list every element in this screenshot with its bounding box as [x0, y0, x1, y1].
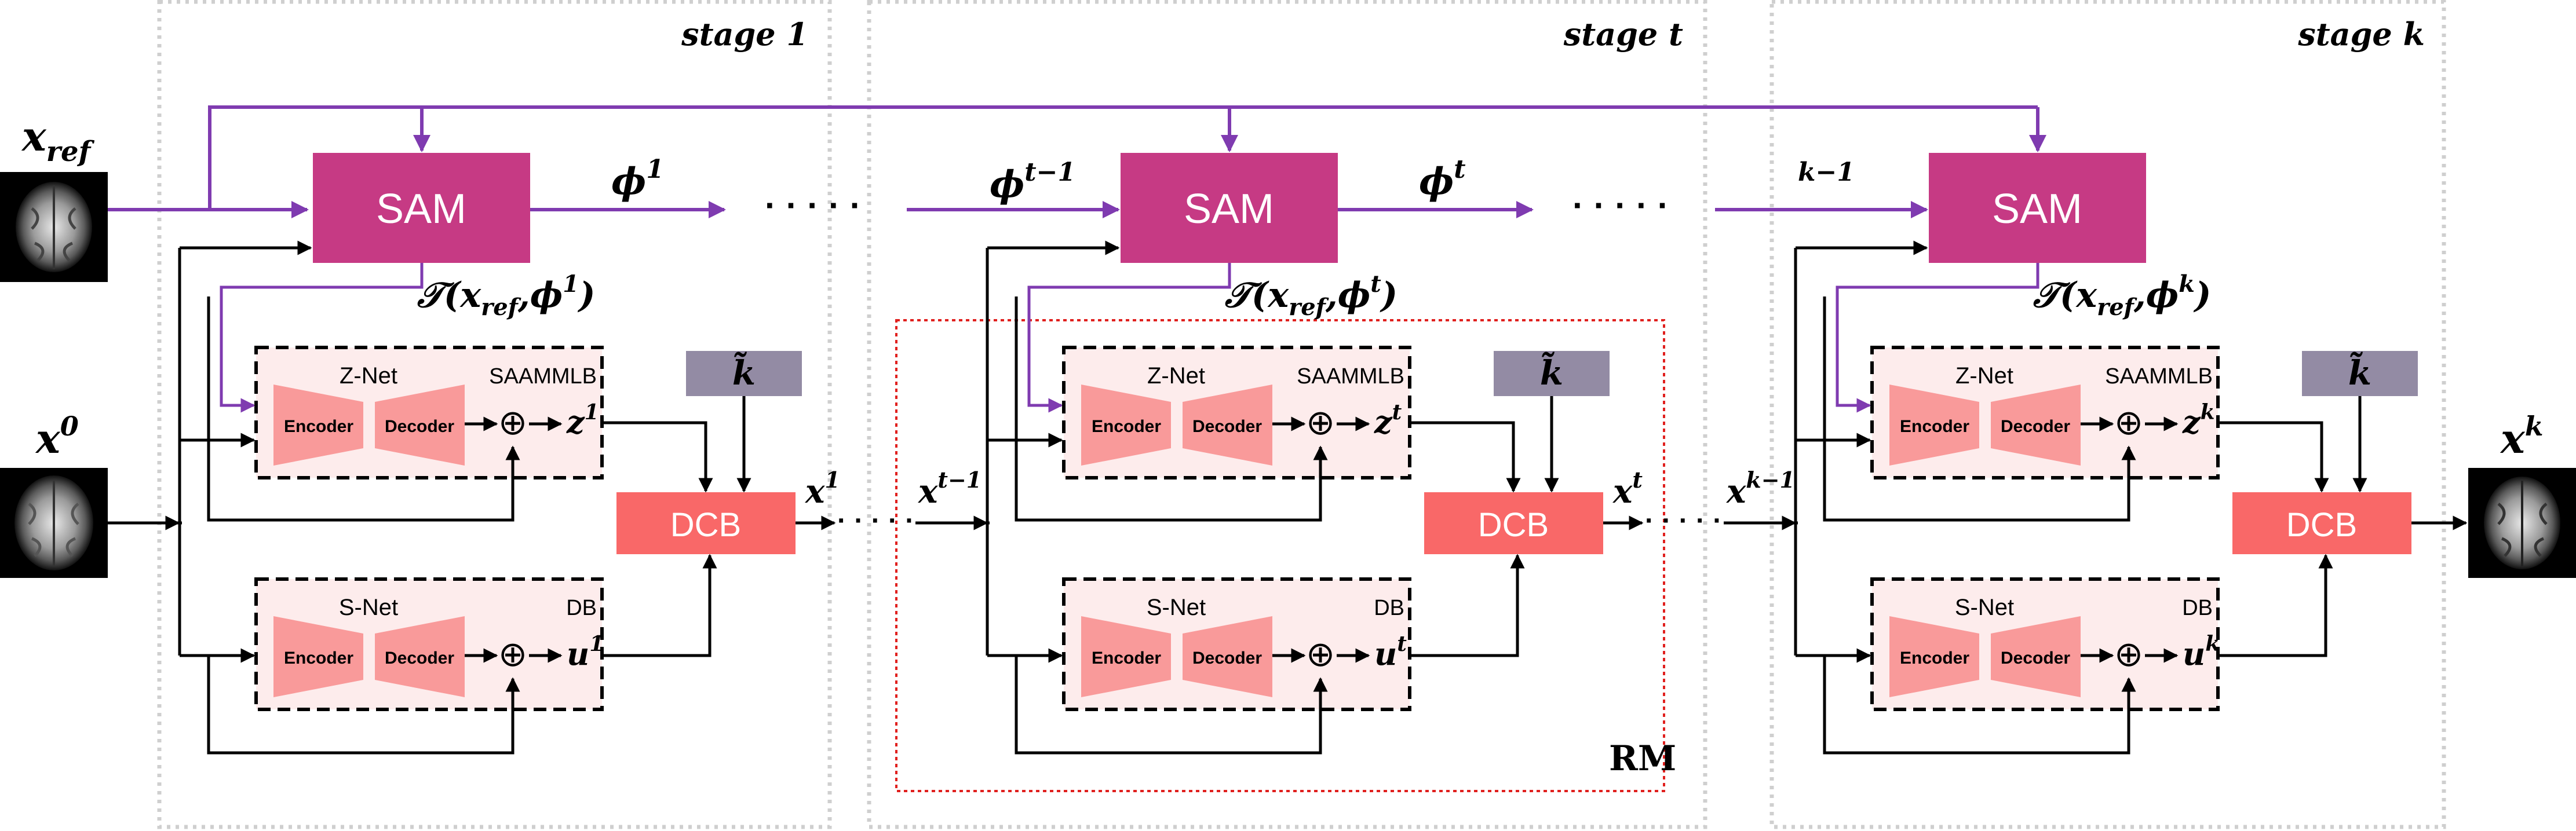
encoder-block [273, 616, 363, 697]
sam-label: SAM [1992, 186, 2082, 232]
snet-title: S-Net [339, 595, 398, 620]
z-label: zk [2182, 400, 2215, 441]
u-label: uk [2183, 632, 2220, 672]
dcb-label: DCB [2286, 506, 2357, 544]
rm-module-border [895, 319, 1665, 792]
stage-1: stage 1 SAM ϕ1 · · · · · 𝒯(xref,ϕ1) Z-Net SAAM… [178, 16, 914, 755]
k-tilde-label: k̃ [732, 352, 756, 393]
z-label: z1 [566, 400, 599, 441]
xref-label: xref [21, 112, 95, 168]
decoder-label: Decoder [1192, 649, 1262, 668]
snet-title: S-Net [1147, 595, 1206, 620]
k-tilde-box [2302, 351, 2418, 396]
phi-input-label: k−1 [1798, 158, 1855, 187]
oplus-u: ⊕ [498, 635, 527, 673]
u-label: u1 [567, 632, 604, 672]
znet-tag: SAAMMLB [2105, 364, 2213, 389]
znet-title: Z-Net [1147, 363, 1205, 389]
decoder-block [1991, 385, 2081, 466]
k-tilde-label: k̃ [1540, 352, 1563, 393]
decoder-block [1991, 616, 2081, 697]
sam-block [313, 153, 530, 263]
stage-frame-3 [1769, 0, 2446, 829]
stage-3: stage k SAM k−1𝒯(xref,ϕk) Z-Net SAAMMLB Encod… [1715, 16, 2425, 755]
decoder-label: Decoder [2001, 417, 2070, 436]
encoder-block [1889, 616, 1979, 697]
snet-tag: DB [566, 596, 597, 620]
reference-bus [108, 105, 2046, 218]
snet-tag: DB [2182, 596, 2213, 620]
encoder-label: Encoder [284, 417, 353, 436]
k-tilde-box [1494, 351, 1610, 396]
sam-label: SAM [1184, 186, 1274, 232]
stage-label: stage k [2297, 16, 2425, 53]
encoder-block [1081, 616, 1171, 697]
phi-output-label: ϕ1 [611, 155, 664, 203]
oplus-z: ⊕ [2114, 403, 2143, 442]
snet-title: S-Net [1955, 595, 2014, 620]
encoder-block [273, 385, 363, 466]
transform-label: 𝒯(xref,ϕt) [1224, 270, 1398, 321]
x-ellipsis: · · · · · [837, 506, 914, 536]
z-label: zt [1374, 400, 1402, 441]
znet-title: Z-Net [340, 363, 397, 389]
decoder-block [375, 616, 465, 697]
znet-title: Z-Net [1955, 363, 2013, 389]
ellipsis-dots: · · · · · [1572, 186, 1669, 225]
stage-label: stage 1 [681, 16, 808, 53]
stage-2: stage t SAM ϕt−1 ϕt · · · · · 𝒯(xref,ϕt) Z-Net… [907, 16, 1722, 755]
k-tilde-label: k̃ [2348, 352, 2371, 393]
dcb-label: DCB [1478, 506, 1549, 544]
output-image [2468, 468, 2576, 578]
encoder-block [1889, 385, 1979, 466]
decoder-block [1183, 616, 1272, 697]
decoder-block [1183, 385, 1272, 466]
x0-label: x0 [35, 411, 79, 463]
decoder-label: Decoder [385, 417, 454, 436]
decoder-label: Decoder [2001, 649, 2070, 668]
oplus-z: ⊕ [1306, 403, 1335, 442]
x-ellipsis: · · · · · [1645, 506, 1722, 536]
oplus-u: ⊕ [1306, 635, 1335, 673]
sam-block [1121, 153, 1338, 263]
rm-label: RM [1609, 738, 1676, 779]
oplus-u: ⊕ [2114, 635, 2143, 673]
encoder-label: Encoder [1900, 417, 1969, 436]
dcb-label: DCB [670, 506, 741, 544]
encoder-label: Encoder [1092, 417, 1161, 436]
output-label: xk [2500, 411, 2544, 463]
k-tilde-box [686, 351, 802, 396]
decoder-block [375, 385, 465, 466]
x0-image [0, 468, 108, 578]
dcb-block [2232, 492, 2411, 554]
dcb-block [616, 492, 796, 554]
ellipsis-dots: · · · · · [765, 186, 862, 225]
transform-label: 𝒯(xref,ϕk) [2033, 270, 2211, 321]
u-label: ut [1374, 632, 1407, 672]
sam-block [1929, 153, 2146, 263]
phi-input-label: ϕt−1 [990, 158, 1075, 206]
snet-tag: DB [1374, 596, 1404, 620]
znet-tag: SAAMMLB [1297, 364, 1404, 389]
x-input-label: xk−1 [1726, 467, 1795, 511]
xref-image [0, 172, 108, 282]
encoder-label: Encoder [284, 649, 353, 668]
encoder-block [1081, 385, 1171, 466]
encoder-label: Encoder [1092, 649, 1161, 668]
decoder-label: Decoder [1192, 417, 1262, 436]
oplus-z: ⊕ [498, 403, 527, 442]
x-output-label: x1 [805, 467, 840, 511]
dcb-block [1424, 492, 1603, 554]
x-output-label: xt [1612, 467, 1643, 511]
znet-tag: SAAMMLB [489, 364, 597, 389]
stage-label: stage t [1563, 16, 1683, 53]
transform-label: 𝒯(xref,ϕ1) [417, 270, 595, 321]
phi-output-label: ϕt [1419, 155, 1466, 203]
sam-label: SAM [376, 186, 466, 232]
x-input-label: xt−1 [918, 467, 981, 511]
decoder-label: Decoder [385, 649, 454, 668]
encoder-label: Encoder [1900, 649, 1969, 668]
stage-frame-2 [867, 0, 1707, 829]
